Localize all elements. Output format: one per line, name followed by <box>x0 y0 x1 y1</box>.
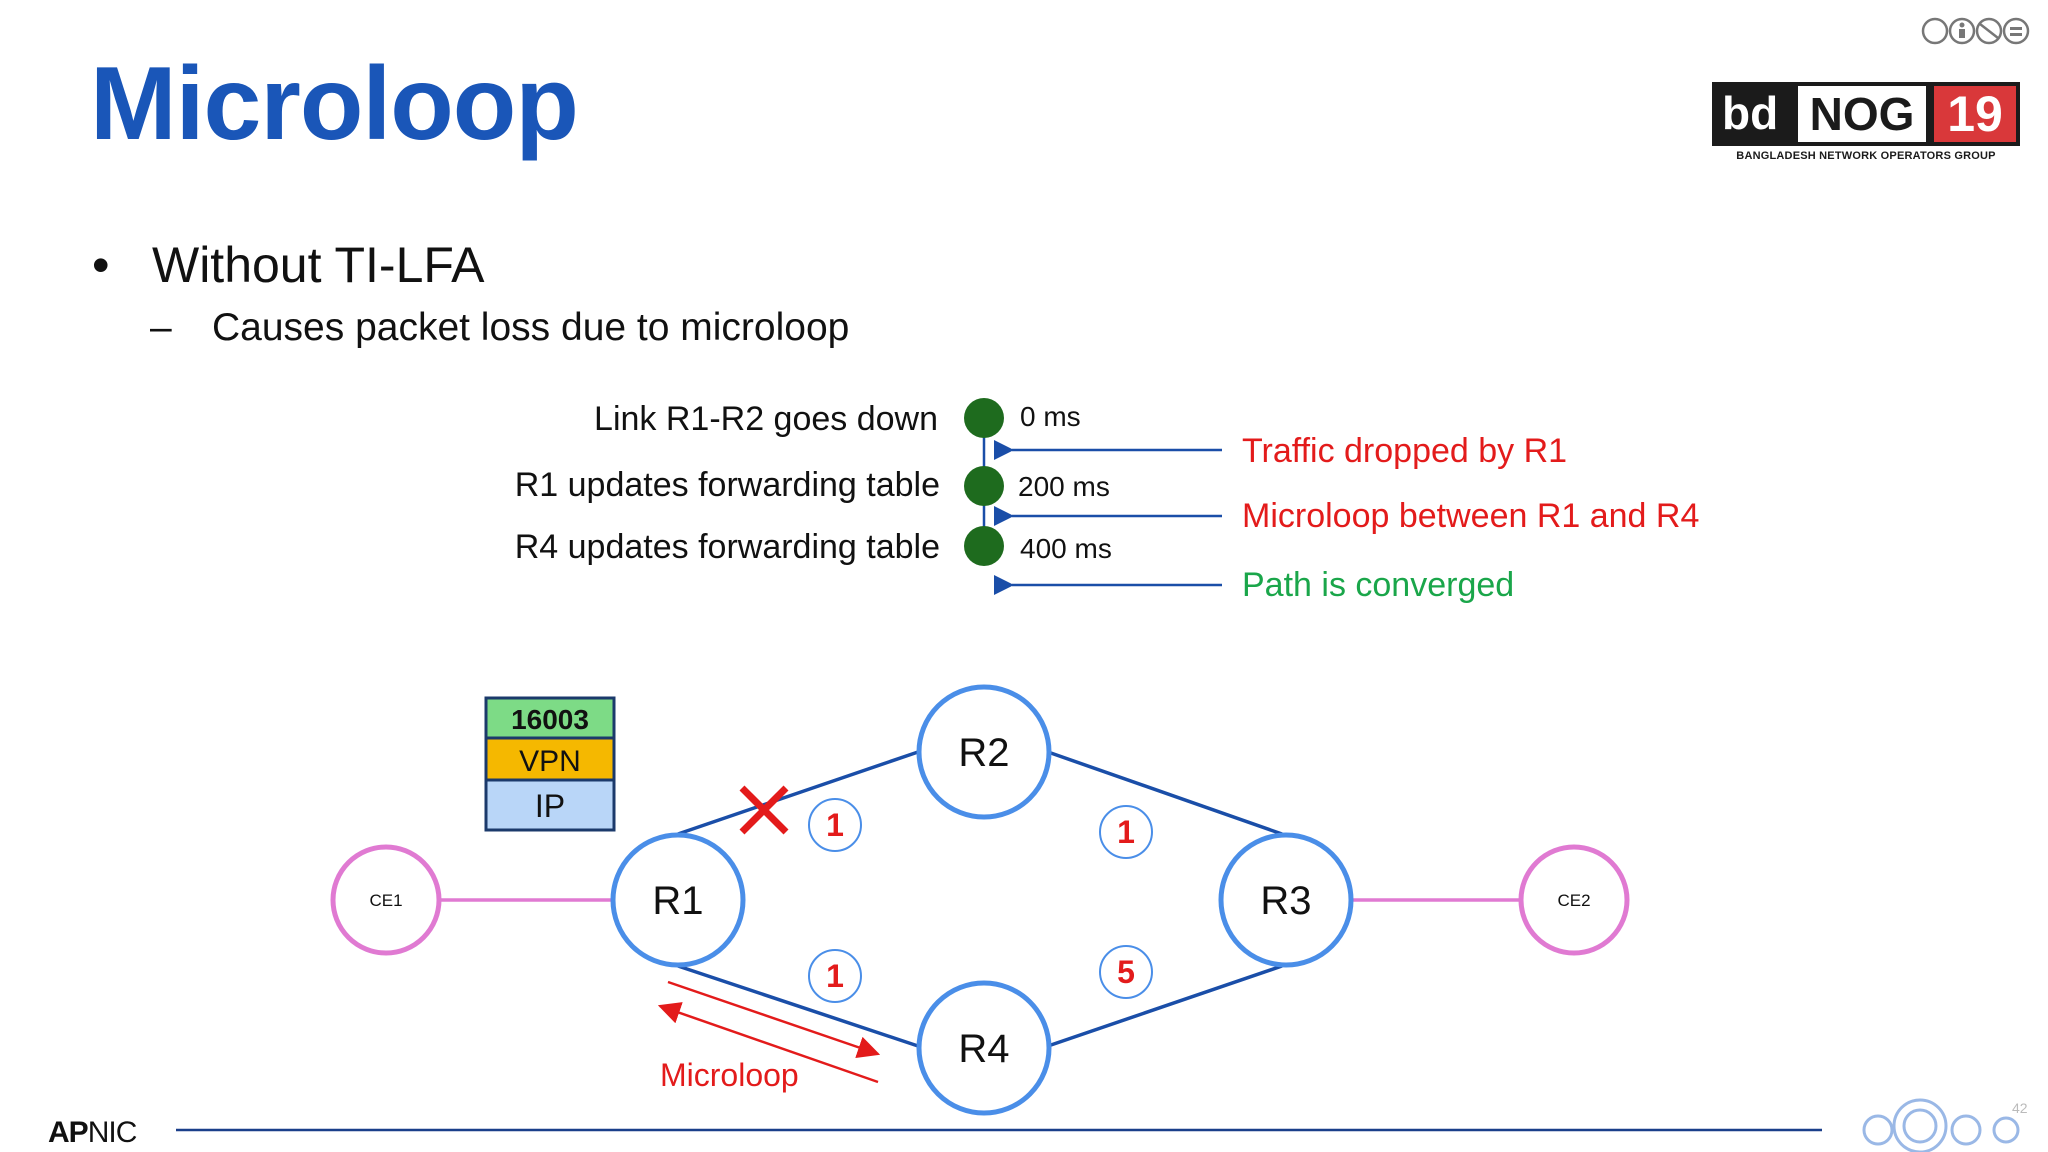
metric-r1-r4: 1 <box>808 949 862 1003</box>
bullet-level1-text: Without TI-LFA <box>152 237 485 293</box>
page-number: 42 <box>2012 1100 2028 1116</box>
logo-number: 19 <box>1934 86 2016 142</box>
timeline-dot-1 <box>964 466 1004 506</box>
apnic-logo-ap: AP <box>48 1116 89 1149</box>
timeline-time-label: 200 ms <box>1018 471 1110 502</box>
timeline-event-label: Link R1-R2 goes down <box>594 400 938 438</box>
ce-label: CE2 <box>1557 891 1590 910</box>
microloop-arrow-back <box>657 1002 879 1084</box>
label-stack-text: VPN <box>519 745 581 778</box>
label-stack-text: IP <box>535 788 565 824</box>
apnic-logo: APNIC <box>48 1116 138 1150</box>
router-r1: R1 <box>610 832 746 968</box>
link-r1-r2 <box>677 750 919 836</box>
microloop-arrow-forward <box>667 980 881 1059</box>
phase-converged: Path is converged <box>1242 566 1514 604</box>
phase-microloop: Microloop between R1 and R4 <box>1242 497 1699 535</box>
convergence-timeline: Link R1-R2 goes down R1 updates forwardi… <box>515 398 1699 604</box>
ce-node-ce1: CE1 <box>330 844 442 956</box>
ce-label: CE1 <box>369 891 402 910</box>
metric-value: 1 <box>826 807 844 843</box>
apnic-wave-icon <box>1862 1098 2020 1152</box>
slide-title: Microloop <box>90 46 579 162</box>
label-stack-ip <box>484 778 616 832</box>
label-stack-text: 16003 <box>511 704 589 735</box>
bullet-level2-text: Causes packet loss due to microloop <box>212 306 850 349</box>
creative-commons-icon <box>1921 17 2030 45</box>
metric-value: 1 <box>1117 814 1135 850</box>
link-r4-r3 <box>1047 964 1283 1048</box>
timeline-dot-2 <box>964 526 1004 566</box>
apnic-logo-nic: NIC <box>87 1116 138 1149</box>
network-topology: R1 R2 R3 R4 CE1 CE2 1 1 <box>330 684 1630 1116</box>
metric-r1-r2: 1 <box>808 798 862 852</box>
metric-r4-r3: 5 <box>1099 945 1153 999</box>
bullet-marker: • <box>92 237 110 293</box>
router-label: R4 <box>958 1027 1009 1071</box>
bullet-dash-marker: – <box>150 306 172 349</box>
bdnog-logo: bd NOG 19 BANGLADESH NETWORK OPERATORS G… <box>1712 82 2020 166</box>
link-failure-x-icon <box>739 785 789 835</box>
link-r1-r4 <box>677 964 919 1048</box>
router-label: R2 <box>958 731 1009 775</box>
metric-value: 5 <box>1117 954 1135 990</box>
router-label: R1 <box>652 879 703 923</box>
microloop-indicator: Microloop <box>657 980 881 1093</box>
ce-node-ce2: CE2 <box>1518 844 1630 956</box>
logo-bd: bd <box>1722 87 1779 139</box>
packet-label-stack: 16003 VPN IP <box>484 696 616 832</box>
logo-nog: NOG <box>1798 86 1926 142</box>
timeline-time-label: 0 ms <box>1020 401 1081 432</box>
metric-value: 1 <box>826 958 844 994</box>
timeline-event-label: R1 updates forwarding table <box>515 466 940 504</box>
timeline-time-label: 400 ms <box>1020 533 1112 564</box>
timeline-dot-0 <box>964 398 1004 438</box>
router-r4: R4 <box>916 980 1052 1116</box>
router-label: R3 <box>1260 879 1311 923</box>
logo-subtitle: BANGLADESH NETWORK OPERATORS GROUP <box>1736 150 1996 162</box>
microloop-label: Microloop <box>660 1057 799 1093</box>
phase-traffic-dropped: Traffic dropped by R1 <box>1242 432 1567 470</box>
link-r2-r3 <box>1047 750 1283 836</box>
router-r2: R2 <box>916 684 1052 820</box>
metric-r2-r3: 1 <box>1099 805 1153 859</box>
timeline-event-label: R4 updates forwarding table <box>515 528 940 566</box>
router-r3: R3 <box>1218 832 1354 968</box>
